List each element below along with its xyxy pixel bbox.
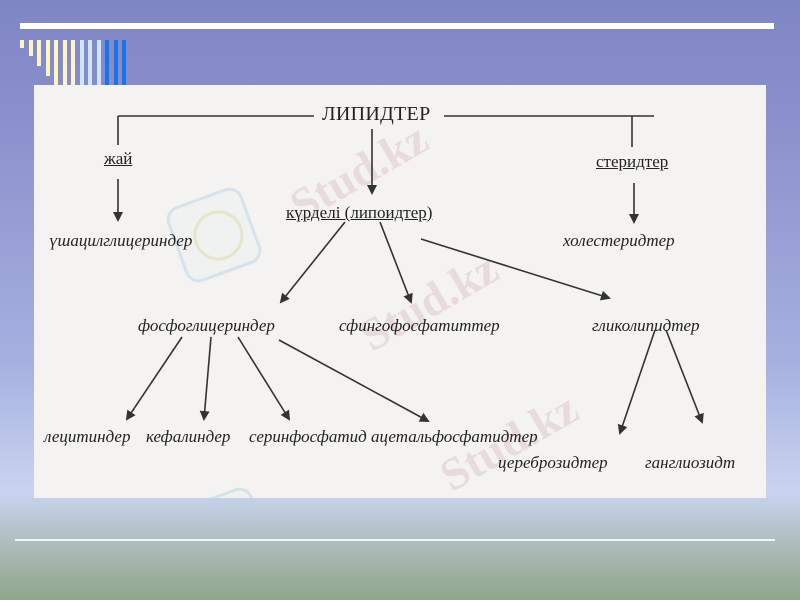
decorative-accent-bars [20, 40, 130, 86]
accent-bar [28, 40, 33, 56]
accent-bar [45, 40, 50, 76]
accent-bar [20, 40, 24, 48]
node-sphingophosphatides: сфингофосфатиттер [339, 316, 500, 335]
accent-bar [96, 40, 101, 86]
node-serinephosphatide: серинфосфатид [249, 427, 367, 446]
node-cerebrosides: цереброзидтер [498, 453, 608, 472]
node-acetalphosphatides: ацетальфосфатидтер [371, 427, 538, 446]
diagram-panel: Stud.kz Stud.kz Stud.kz [34, 85, 766, 498]
top-divider-line [20, 23, 774, 29]
node-glycolipids: гликолипидтер [592, 316, 700, 335]
bottom-divider-line [15, 539, 775, 541]
accent-bar [54, 40, 58, 86]
node-cephalins: кефалиндер [146, 427, 231, 446]
accent-bar [105, 40, 109, 86]
accent-bar [62, 40, 67, 86]
accent-bar [79, 40, 84, 86]
accent-bar [37, 40, 41, 66]
node-cholesterides: холестеридтер [563, 231, 675, 250]
diagram-connectors [113, 115, 704, 435]
node-lipids-root: ЛИПИДТЕР [322, 103, 431, 125]
node-lecithins: лецитиндер [44, 427, 131, 446]
node-complex-lipoids: күрделі (липоидтер) [286, 203, 433, 222]
accent-bar [88, 40, 92, 86]
node-gangliosides: ганглиозидт [645, 453, 736, 472]
accent-bar [122, 40, 126, 86]
accent-bar [113, 40, 118, 86]
node-phosphoglycerides: фосфоглицериндер [138, 316, 275, 335]
node-sterids: стеридтер [596, 152, 669, 171]
node-triacylglycerides: үшацилглицериндер [49, 231, 193, 250]
accent-bar [71, 40, 75, 86]
node-simple: жай [104, 149, 133, 168]
